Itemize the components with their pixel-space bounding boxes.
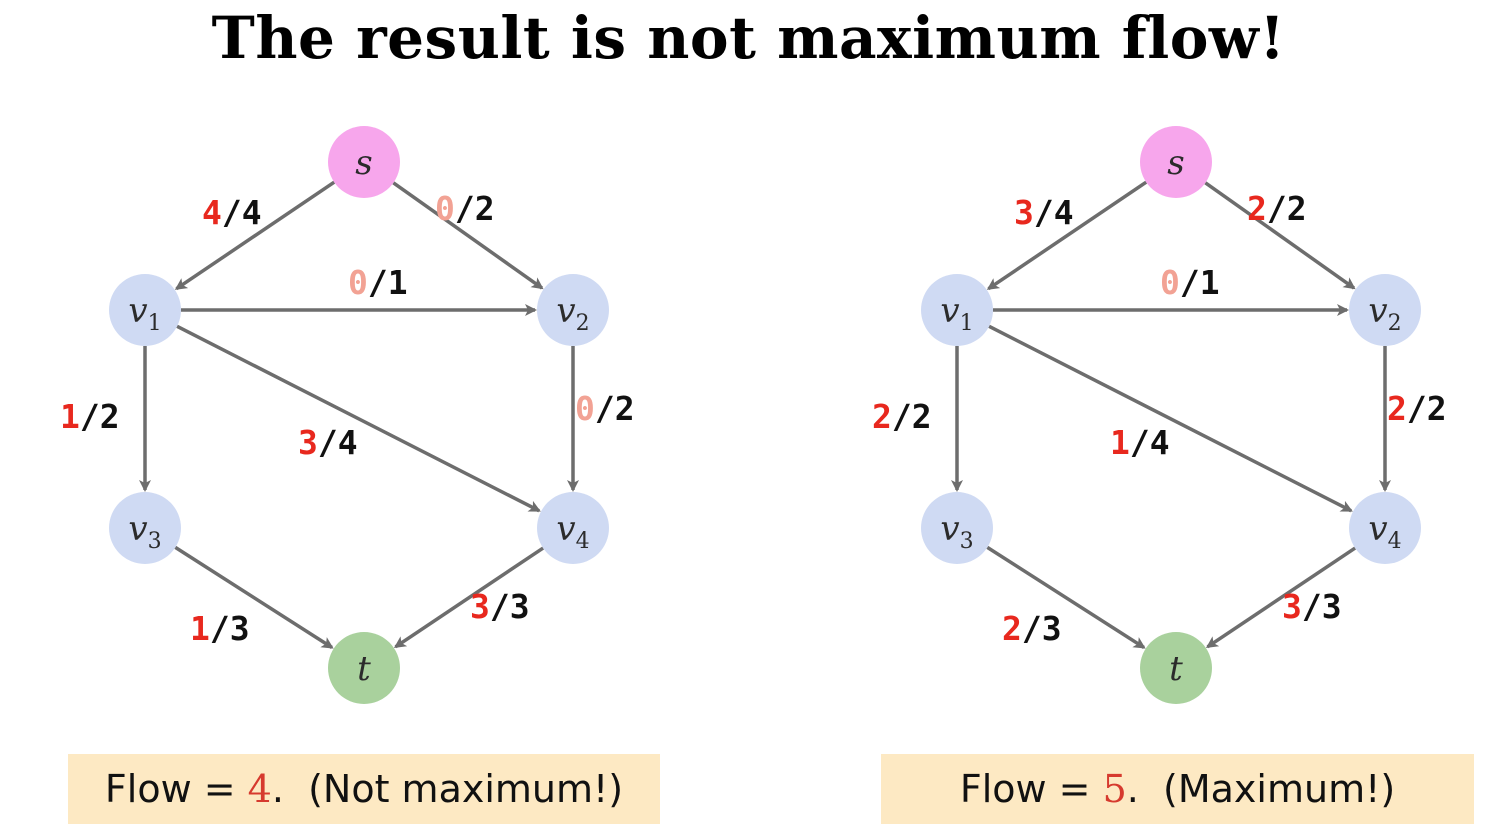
- node-v2: [537, 274, 609, 346]
- node-v1: [921, 274, 993, 346]
- node-v1: [109, 274, 181, 346]
- edge-s-v1: [174, 180, 336, 291]
- edge-label-v1-v2: 0/1: [1160, 263, 1220, 302]
- edge-v3-t: [174, 545, 334, 650]
- caption-left: Flow = 4. (Not maximum!): [68, 754, 660, 824]
- edge-label-v4-t: 3/3: [1282, 587, 1342, 626]
- node-v3: [109, 492, 181, 564]
- edge-label-v3-t: 1/3: [190, 609, 250, 648]
- edge-v4-t: [1205, 546, 1357, 649]
- caption-right-suffix: . (Maximum!): [1126, 767, 1396, 811]
- edge-label-v2-v4: 0/2: [575, 389, 635, 428]
- edge-label-v4-t: 3/3: [470, 587, 530, 626]
- edge-label-v1-v3: 2/2: [872, 397, 932, 436]
- edge-s-v2: [1204, 181, 1356, 290]
- caption-right-prefix: Flow =: [959, 767, 1103, 811]
- edge-v1-v4: [988, 324, 1353, 513]
- edge-label-v1-v4: 1/4: [1110, 423, 1170, 462]
- edge-v1-v4: [176, 324, 541, 513]
- edge-s-v1: [986, 180, 1148, 291]
- node-s-label: s: [1167, 143, 1184, 183]
- node-v4: [537, 492, 609, 564]
- node-s-label: s: [355, 143, 372, 183]
- node-v2: [1349, 274, 1421, 346]
- page-title: The result is not maximum flow!: [211, 4, 1286, 72]
- node-v3-label: v3: [128, 509, 161, 554]
- edge-s-v2: [392, 181, 544, 290]
- node-s: [1140, 126, 1212, 198]
- node-s: [328, 126, 400, 198]
- edge-label-s-v2: 2/2: [1247, 189, 1307, 228]
- edge-label-v1-v3: 1/2: [60, 397, 120, 436]
- node-v3: [921, 492, 993, 564]
- node-t-label: t: [1169, 649, 1183, 689]
- node-t-label: t: [357, 649, 371, 689]
- edge-label-v2-v4: 2/2: [1387, 389, 1447, 428]
- node-t: [328, 632, 400, 704]
- caption-left-suffix: . (Not maximum!): [271, 767, 624, 811]
- edge-v3-t: [986, 545, 1146, 650]
- node-v4: [1349, 492, 1421, 564]
- edge-v4-t: [393, 546, 545, 649]
- caption-right: Flow = 5. (Maximum!): [881, 754, 1474, 824]
- edge-label-v1-v4: 3/4: [298, 423, 358, 462]
- edge-label-s-v2: 0/2: [435, 189, 495, 228]
- node-t: [1140, 632, 1212, 704]
- caption-left-prefix: Flow =: [104, 767, 248, 811]
- edge-label-s-v1: 4/4: [202, 193, 262, 232]
- caption-right-value: 5: [1102, 767, 1127, 811]
- edge-label-s-v1: 3/4: [1014, 193, 1074, 232]
- edge-label-v3-t: 2/3: [1002, 609, 1062, 648]
- edge-label-v1-v2: 0/1: [348, 263, 408, 302]
- caption-left-value: 4: [247, 767, 272, 811]
